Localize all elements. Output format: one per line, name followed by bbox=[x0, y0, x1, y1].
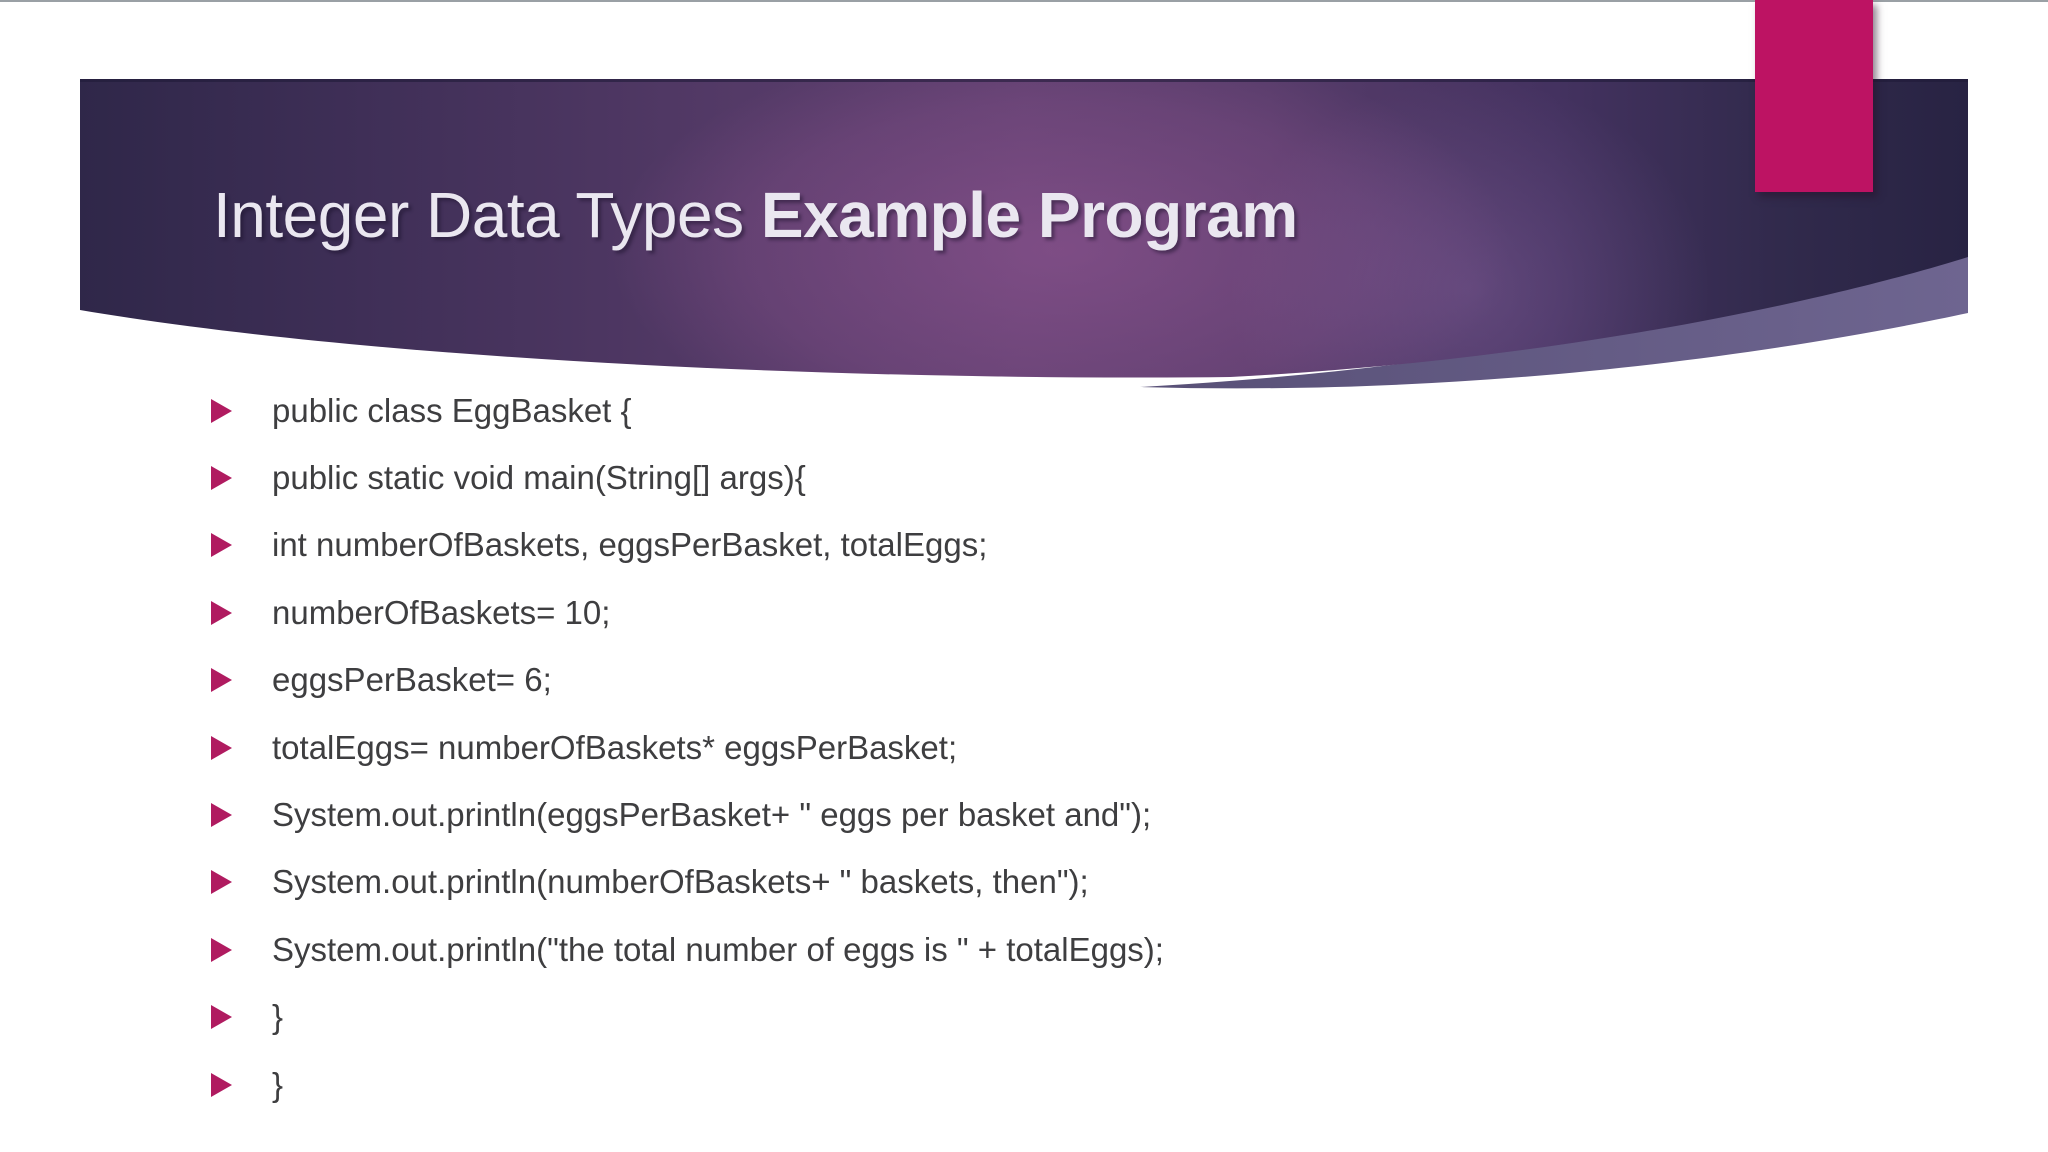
slide-title: Integer Data Types Example Program bbox=[213, 183, 1298, 247]
bullet-triangle-icon bbox=[211, 668, 232, 693]
bullet-triangle-icon bbox=[211, 937, 232, 962]
bullet-triangle-icon bbox=[211, 600, 232, 625]
bullet-row: } bbox=[211, 1051, 1164, 1118]
bullet-text: System.out.println(eggsPerBasket+ " eggs… bbox=[272, 796, 1152, 834]
code-bullet-list: public class EggBasket { public static v… bbox=[211, 377, 1164, 1118]
bullet-row: eggsPerBasket= 6; bbox=[211, 647, 1164, 714]
header-band-graphic bbox=[80, 79, 1968, 389]
bullet-triangle-icon bbox=[211, 533, 232, 558]
slide-title-bold: Example Program bbox=[760, 179, 1298, 251]
bullet-row: int numberOfBaskets, eggsPerBasket, tota… bbox=[211, 512, 1164, 579]
bullet-text: eggsPerBasket= 6; bbox=[272, 661, 552, 699]
bullet-text: int numberOfBaskets, eggsPerBasket, tota… bbox=[272, 526, 988, 564]
bullet-triangle-icon bbox=[211, 1005, 232, 1030]
bullet-row: numberOfBaskets= 10; bbox=[211, 579, 1164, 646]
bullet-row: System.out.println("the total number of … bbox=[211, 916, 1164, 983]
bullet-triangle-icon bbox=[211, 1072, 232, 1097]
bullet-triangle-icon bbox=[211, 870, 232, 895]
bullet-text: public class EggBasket { bbox=[272, 391, 632, 429]
bullet-text: } bbox=[272, 998, 284, 1036]
bullet-row: System.out.println(numberOfBaskets+ " ba… bbox=[211, 849, 1164, 916]
bullet-row: } bbox=[211, 984, 1164, 1051]
bullet-row: totalEggs= numberOfBaskets* eggsPerBaske… bbox=[211, 714, 1164, 781]
band-glow bbox=[1230, 79, 1710, 378]
header-band bbox=[80, 79, 1968, 400]
bullet-text: System.out.println(numberOfBaskets+ " ba… bbox=[272, 863, 1089, 901]
top-border-line bbox=[0, 0, 2048, 2]
bullet-text: totalEggs= numberOfBaskets* eggsPerBaske… bbox=[272, 728, 958, 766]
bullet-triangle-icon bbox=[211, 735, 232, 760]
header-swoosh bbox=[1140, 229, 1968, 389]
bullet-row: System.out.println(eggsPerBasket+ " eggs… bbox=[211, 781, 1164, 848]
bullet-triangle-icon bbox=[211, 398, 232, 423]
bullet-row: public static void main(String[] args){ bbox=[211, 444, 1164, 511]
bullet-text: numberOfBaskets= 10; bbox=[272, 593, 611, 631]
bullet-text: } bbox=[272, 1065, 284, 1103]
bullet-text: public static void main(String[] args){ bbox=[272, 459, 806, 497]
bullet-triangle-icon bbox=[211, 466, 232, 491]
bullet-row: public class EggBasket { bbox=[211, 377, 1164, 444]
accent-tab bbox=[1755, 0, 1873, 192]
slide-title-regular: Integer Data Types bbox=[213, 179, 761, 251]
bullet-triangle-icon bbox=[211, 803, 232, 828]
band-top-edge bbox=[80, 79, 1968, 82]
bullet-text: System.out.println("the total number of … bbox=[272, 930, 1164, 968]
